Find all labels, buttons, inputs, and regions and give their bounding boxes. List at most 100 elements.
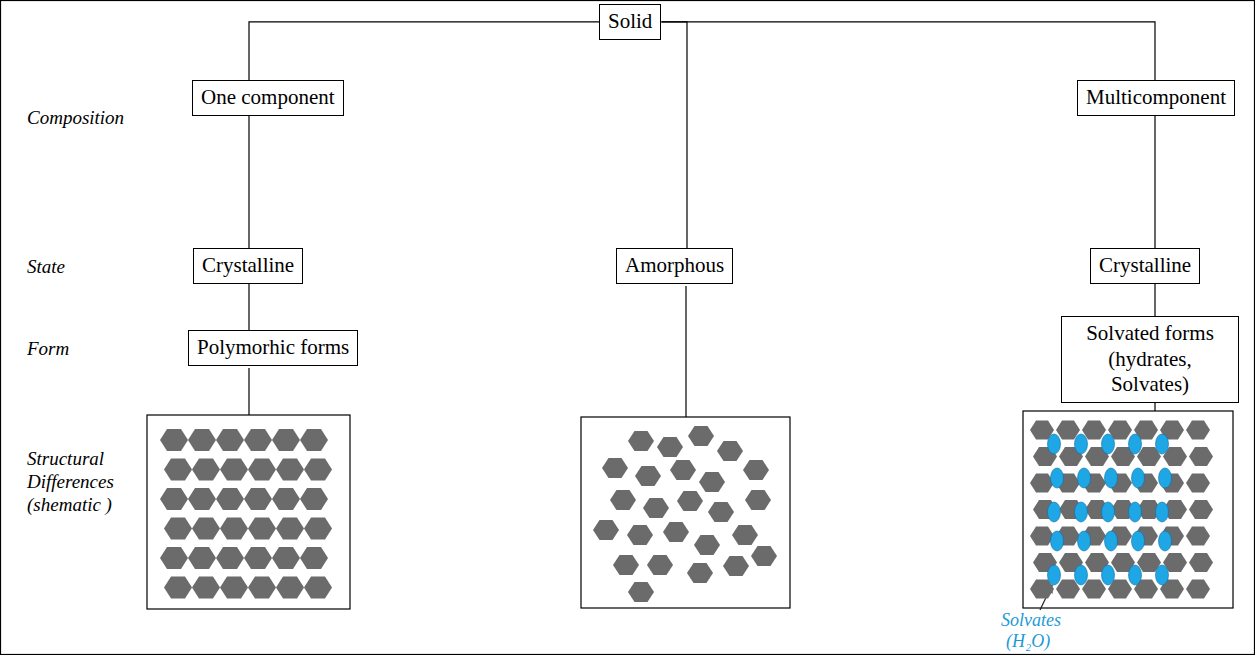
solvate-molecule [1048,434,1061,454]
hexagon [643,498,669,518]
illustration-box [581,417,790,608]
solvate-molecule [1075,502,1088,522]
hexagon [244,429,272,451]
leader-line [248,368,249,415]
category-box: Polymorhic forms [188,330,358,366]
hexagon [216,488,244,510]
hexagon [1186,527,1210,546]
box-text: One component [201,85,335,111]
solvate-molecule [1051,531,1064,551]
connector-line [249,22,599,80]
solvate-molecule [1156,565,1169,585]
hexagon [164,518,192,540]
hexagon [677,491,703,511]
hexagon [717,441,743,461]
callout-label: (H₂O) [1006,631,1050,653]
hexagon [192,459,220,481]
hexagon [657,437,683,457]
solvate-molecule [1102,565,1115,585]
row-label: Form [27,337,69,360]
hexagon [276,459,304,481]
box-text: Amorphous [625,253,724,279]
category-box: Multicomponent [1077,80,1235,116]
hexagon [1186,580,1210,599]
category-box: Solid [599,4,661,40]
hexagon [1189,553,1213,572]
solvate-molecule [1129,502,1142,522]
callout-label: Solvates [1001,610,1061,632]
hexagon [272,547,300,569]
hexagon [300,547,328,569]
molecule-group [160,421,1213,602]
hexagon [220,459,248,481]
hexagon [1186,421,1210,440]
hexagon [663,522,689,542]
hexagon [1189,447,1213,466]
hexagon [164,459,192,481]
hexagon [708,502,734,522]
hexagon [248,518,276,540]
solvate-molecule [1078,468,1091,488]
hexagon [160,429,188,451]
hexagon [602,458,628,478]
solvate-molecule [1105,468,1118,488]
category-box: Crystalline [1090,248,1200,284]
solvate-molecule [1078,531,1091,551]
hexagon [192,518,220,540]
box-text: Polymorhic forms [197,335,349,361]
connector-line [661,22,687,248]
hexagon [723,556,749,576]
hexagon [304,459,332,481]
hexagon [304,518,332,540]
connector-line [249,116,250,248]
box-text: Multicomponent [1086,85,1226,111]
connector-line [1155,284,1156,316]
category-box: Amorphous [616,248,733,284]
box-text: Solvated forms (hydrates, Solvates) [1070,321,1230,398]
hexagon [745,490,771,510]
hexagon [613,555,639,575]
hexagon [627,525,653,545]
solvate-molecule [1051,468,1064,488]
hexagon [635,466,661,486]
solvate-molecule [1129,434,1142,454]
hexagon [220,518,248,540]
hexagon [248,577,276,599]
hexagon [192,577,220,599]
category-box: Solvated forms (hydrates, Solvates) [1061,316,1239,403]
hexagon [688,426,714,446]
category-box: Crystalline [193,248,303,284]
hexagon [647,555,673,575]
hexagon [188,547,216,569]
solvate-molecule [1132,531,1145,551]
solvate-molecule [1102,502,1115,522]
hexagon [164,577,192,599]
hexagon [188,488,216,510]
hexagon [1189,500,1213,519]
solvate-molecule [1075,565,1088,585]
illustration-box [147,415,350,609]
leader-line [685,286,686,417]
hexagon [276,577,304,599]
solvate-molecule [1048,565,1061,585]
solvate-molecule [1075,434,1088,454]
solvate-molecule [1156,434,1169,454]
box-text: Solid [608,9,652,35]
hexagon [304,577,332,599]
hexagon [300,429,328,451]
solvate-molecule [1132,468,1145,488]
hexagon [244,547,272,569]
hexagon [751,546,777,566]
hexagon [272,488,300,510]
hexagon [670,460,696,480]
category-box: One component [192,80,344,116]
hexagon [743,460,769,480]
hexagon [160,547,188,569]
hexagon [272,429,300,451]
hexagon [276,518,304,540]
solvate-molecule [1159,531,1172,551]
solvate-molecule [1048,502,1061,522]
illustration-box [1023,411,1233,608]
hexagon [248,459,276,481]
